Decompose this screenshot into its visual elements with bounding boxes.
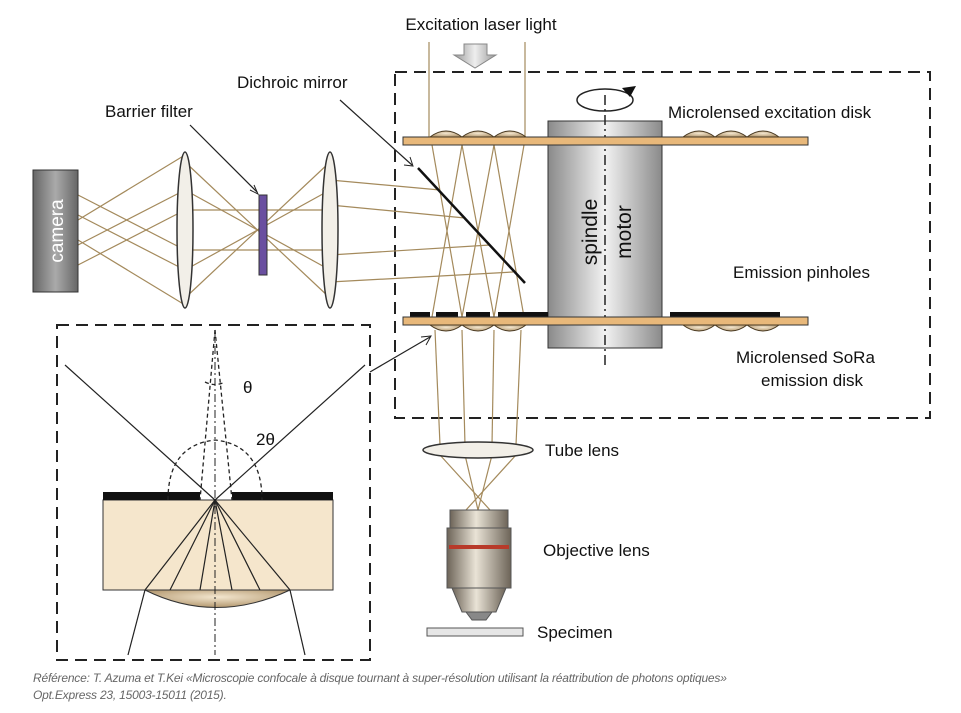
barrier-filter — [258, 194, 268, 276]
dichroic-label: Dichroic mirror — [237, 73, 348, 92]
sora-label-1: Microlensed SoRa — [736, 348, 875, 367]
dichroic-mirror — [417, 167, 526, 284]
pinholes-label: Emission pinholes — [733, 263, 870, 282]
caption: Référence: T. Azuma et T.Kei «Microscopi… — [33, 670, 727, 704]
lens-right — [321, 151, 339, 309]
caption-line-1: Référence: T. Azuma et T.Kei «Microscopi… — [33, 671, 727, 685]
camera-label: camera — [47, 199, 68, 263]
sora-emission-disk — [402, 316, 809, 326]
light-rays — [77, 42, 526, 511]
specimen — [426, 627, 524, 637]
camera — [32, 169, 79, 293]
rotation-icon — [576, 88, 634, 112]
excitation-disk — [402, 136, 809, 146]
microlenses-bottom — [428, 324, 781, 332]
emission-pinholes — [410, 312, 780, 317]
arrowhead-icon — [249, 184, 260, 196]
excitation-label: Excitation laser light — [405, 15, 556, 34]
disk-unit-box — [394, 71, 931, 419]
barrier-pointer — [189, 124, 258, 193]
barrier-label: Barrier filter — [105, 102, 193, 121]
two-theta-label: 2θ — [256, 430, 275, 449]
lens-left — [176, 151, 194, 309]
spindle-label: spindle — [579, 199, 602, 266]
excitation-disk-label: Microlensed excitation disk — [668, 103, 872, 122]
caption-line-2: Opt.Express 23, 15003-15011 (2015). — [33, 688, 227, 702]
inset-box — [56, 324, 371, 661]
tube-lens-label: Tube lens — [545, 441, 619, 460]
arrowhead-icon — [420, 335, 432, 346]
excitation-arrow-icon — [452, 43, 498, 69]
objective-label: Objective lens — [543, 541, 650, 560]
objective-lens — [446, 509, 512, 621]
motor-label: motor — [613, 205, 636, 259]
inset-pointer — [369, 336, 431, 373]
inset-detail: θ 2θ — [64, 329, 366, 656]
dichroic-pointer — [339, 99, 413, 166]
specimen-label: Specimen — [537, 623, 613, 642]
microlenses-top — [428, 130, 781, 138]
rotation-arrow-icon — [622, 86, 636, 97]
sora-label-2: emission disk — [761, 371, 864, 390]
arrowhead-icon — [403, 156, 414, 167]
theta-label: θ — [243, 378, 252, 397]
tube-lens — [422, 441, 534, 459]
